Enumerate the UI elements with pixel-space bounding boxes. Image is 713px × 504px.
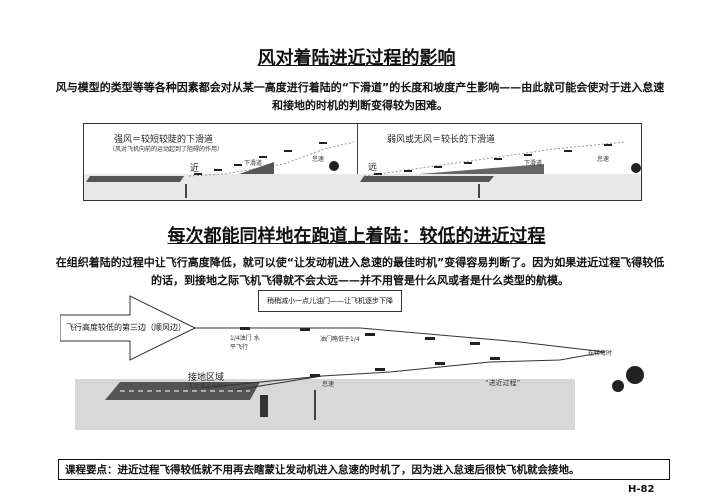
section2-title: 每次都能同样地在跑道上着陆：较低的进近过程 <box>167 226 546 247</box>
touchdown-note: （无论风是如何） <box>182 383 231 390</box>
divider <box>357 124 358 200</box>
section1-paragraph: 风与模型的类型等等各种因素都会对从某一高度进行着陆的“下滑道”的长度和坡度产生影… <box>55 81 665 112</box>
approach-diagram-art <box>60 295 644 430</box>
glide-label-right: 下滑道 <box>524 160 543 167</box>
below-quarter-label: 油门略低于1/4 <box>320 336 360 343</box>
downwind-arrow-label: 飞行高度较低的第三边（顺风边） <box>66 323 186 332</box>
section2-paragraph: 在组织着陆的过程中让飞行高度降低，就可以使“让发动机进入怠速的最佳时机”变得容易… <box>55 256 665 287</box>
glide-label-left: 下滑道 <box>244 160 263 167</box>
approach-label: “进近过程” <box>485 379 521 387</box>
weak-wind-heading: 弱风或无风＝较长的下滑道 <box>387 135 496 145</box>
page-number: H-82 <box>628 484 655 495</box>
turn-label: 在转弯时 <box>588 350 613 357</box>
strong-wind-heading: 强风＝较短较陡的下滑道 <box>114 135 214 145</box>
wind-diagram: 强风＝较短较陡的下滑道 （风对飞机向前的运动起到了阻碍的作用） 近 下滑道 怠速… <box>83 123 642 201</box>
approach-diagram: 稍稍减小一点儿油门——让飞机逐步下降 飞行高度较低的第三边（顺风边） 1/4油门… <box>60 290 660 430</box>
idle-label-right: 怠速 <box>597 156 610 163</box>
touchdown-zone-label: 接地区域 <box>188 373 225 383</box>
key-point-box: 课程要点：进近过程飞得较低就不用再去瞎蒙让发动机进入怠速的时机了，因为进入怠速后… <box>58 459 670 480</box>
strong-wind-note: （风对飞机向前的运动起到了阻碍的作用） <box>109 146 224 153</box>
idle-label-left: 怠速 <box>312 156 325 163</box>
throttle-callout: 稍稍减小一点儿油门——让飞机逐步下降 <box>258 290 402 312</box>
far-label: 远 <box>368 163 378 173</box>
wind-diagram-art <box>84 141 641 200</box>
quarter-throttle-label: 1/4油门 水平飞行 <box>230 335 260 351</box>
section1-title: 风对着陆进近过程的影响 <box>257 48 456 69</box>
idle-label: 怠速 <box>322 381 335 388</box>
near-label: 近 <box>190 164 200 174</box>
